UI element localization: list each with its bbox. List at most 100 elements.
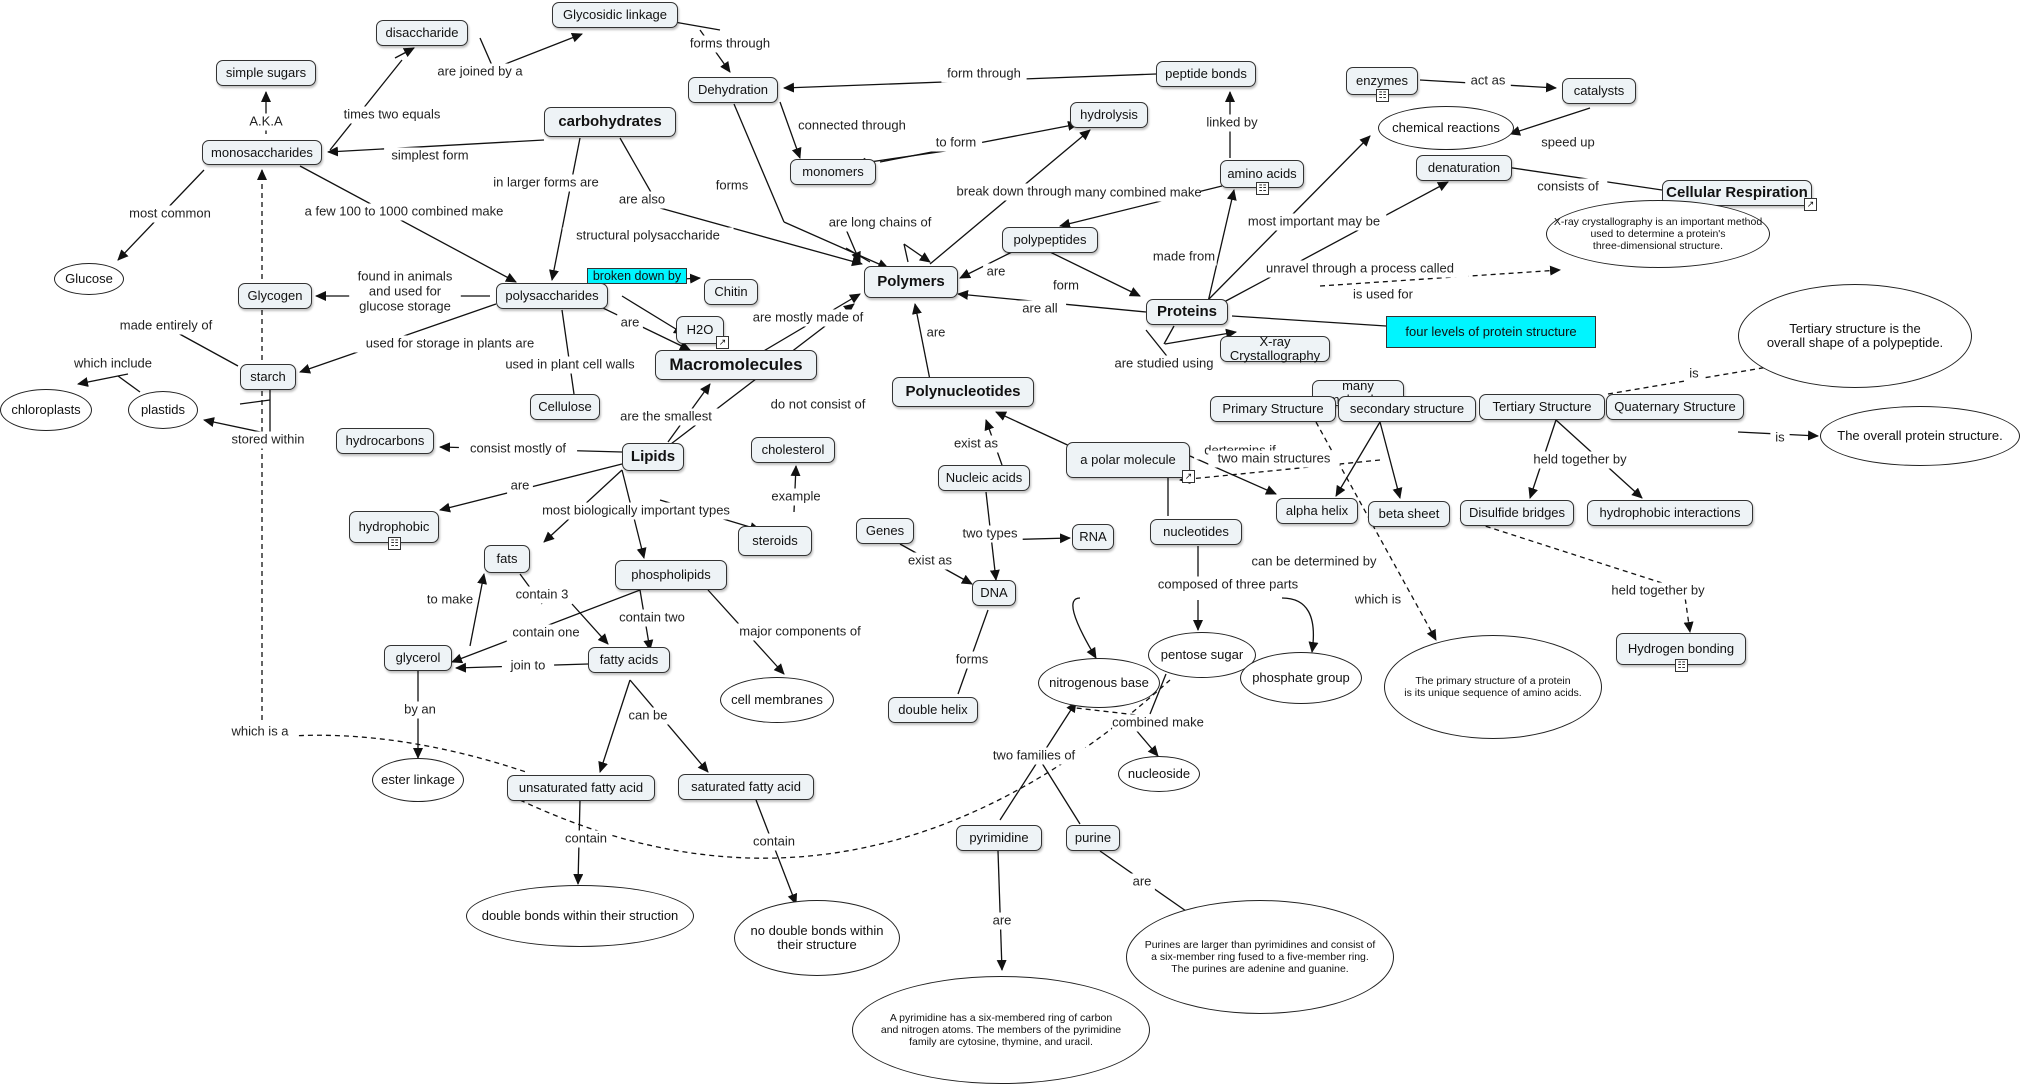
concept-macromolecules[interactable]: Macromolecules bbox=[655, 350, 817, 380]
concept-map-link-icon[interactable]: ☷ bbox=[1256, 182, 1269, 195]
concept-map-link-icon[interactable]: ☷ bbox=[1376, 89, 1389, 102]
link-label-text: is used for bbox=[1353, 287, 1414, 302]
concept-primary-note[interactable]: The primary structure of a protein is it… bbox=[1384, 635, 1602, 739]
link-label: are bbox=[507, 477, 533, 495]
link-label-text: form through bbox=[947, 66, 1021, 81]
link-label: which is a bbox=[224, 723, 296, 741]
concept-quaternary[interactable]: Quaternary Structure bbox=[1606, 394, 1744, 420]
concept-starch[interactable]: starch bbox=[240, 364, 296, 390]
concept-peptide-bonds[interactable]: peptide bonds bbox=[1156, 61, 1256, 87]
concept-nucleic-acids[interactable]: Nucleic acids bbox=[938, 465, 1030, 491]
concept-xray-note[interactable]: X-ray crystallography is an important me… bbox=[1546, 200, 1770, 268]
link-label-text: contain two bbox=[619, 610, 685, 625]
concept-polypeptides[interactable]: polypeptides bbox=[1002, 227, 1098, 253]
concept-hydrocarbons[interactable]: hydrocarbons bbox=[336, 428, 434, 454]
link-label: are joined by a bbox=[427, 63, 533, 81]
concept-genes[interactable]: Genes bbox=[856, 518, 914, 544]
concept-denaturation[interactable]: denaturation bbox=[1416, 155, 1512, 181]
concept-polynucleotides[interactable]: Polynucleotides bbox=[892, 377, 1034, 407]
concept-monosaccharides[interactable]: monosaccharides bbox=[202, 140, 322, 165]
concept-phospholipids[interactable]: phospholipids bbox=[615, 560, 727, 590]
concept-hydrolysis[interactable]: hydrolysis bbox=[1070, 102, 1148, 128]
concept-tertiary-note[interactable]: Tertiary structure is the overall shape … bbox=[1738, 284, 1972, 388]
external-link-icon[interactable]: ↗ bbox=[1182, 470, 1195, 483]
concept-chem-reactions[interactable]: chemical reactions bbox=[1378, 106, 1514, 150]
link-line bbox=[1223, 181, 1449, 303]
concept-glucose[interactable]: Glucose bbox=[54, 263, 124, 295]
concept-steroids[interactable]: steroids bbox=[738, 526, 812, 556]
concept-carbohydrates[interactable]: carbohydrates bbox=[544, 107, 676, 137]
concept-polymers[interactable]: Polymers bbox=[864, 266, 958, 298]
concept-xray[interactable]: X-ray Crystallography bbox=[1220, 335, 1330, 363]
link-label-text: which is a bbox=[230, 724, 289, 739]
concept-disaccharide[interactable]: disaccharide bbox=[376, 20, 468, 46]
concept-simple-sugars[interactable]: simple sugars bbox=[216, 60, 316, 86]
concept-double-bonds[interactable]: double bonds within their struction bbox=[466, 885, 694, 947]
concept-alpha-helix[interactable]: alpha helix bbox=[1276, 498, 1358, 524]
concept-cholesterol[interactable]: cholesterol bbox=[751, 437, 835, 463]
link-label: contain bbox=[559, 830, 613, 848]
concept-broken-down[interactable]: broken down by bbox=[587, 268, 687, 284]
concept-pyrimidine-note[interactable]: A pyrimidine has a six-membered ring of … bbox=[852, 976, 1150, 1084]
link-label-text: forms through bbox=[690, 36, 770, 51]
link-line bbox=[1179, 459, 1381, 484]
concept-fatty-acids[interactable]: fatty acids bbox=[588, 647, 670, 673]
concept-fats[interactable]: fats bbox=[484, 545, 530, 573]
concept-disulfide[interactable]: Disulfide bridges bbox=[1460, 500, 1574, 526]
concept-purines-note[interactable]: Purines are larger than pyrimidines and … bbox=[1126, 900, 1394, 1014]
concept-primary[interactable]: Primary Structure bbox=[1210, 396, 1336, 422]
link-line bbox=[779, 101, 802, 159]
concept-glycerol[interactable]: glycerol bbox=[384, 645, 452, 671]
concept-cell-membranes[interactable]: cell membranes bbox=[720, 677, 834, 723]
concept-glycosidic[interactable]: Glycosidic linkage bbox=[552, 2, 678, 28]
concept-overall-note[interactable]: The overall protein structure. bbox=[1820, 406, 2020, 466]
concept-polar-molecule[interactable]: a polar molecule bbox=[1066, 442, 1190, 478]
concept-pyrimidine[interactable]: pyrimidine bbox=[956, 825, 1042, 851]
link-line bbox=[1163, 325, 1175, 345]
concept-catalysts[interactable]: catalysts bbox=[1562, 78, 1636, 104]
link-label: consists of bbox=[1528, 178, 1608, 196]
concept-phosphate[interactable]: phosphate group bbox=[1240, 652, 1362, 704]
concept-chloroplasts[interactable]: chloroplasts bbox=[0, 389, 92, 431]
link-label: are also bbox=[612, 191, 672, 209]
concept-hydrophobic[interactable]: hydrophobic bbox=[349, 511, 439, 543]
concept-pentose[interactable]: pentose sugar bbox=[1148, 632, 1256, 678]
concept-ester[interactable]: ester linkage bbox=[372, 758, 464, 802]
concept-glycogen[interactable]: Glycogen bbox=[238, 283, 312, 309]
concept-tertiary[interactable]: Tertiary Structure bbox=[1479, 394, 1605, 420]
link-label-text: can be determined by bbox=[1251, 554, 1377, 569]
concept-rna[interactable]: RNA bbox=[1072, 524, 1114, 550]
concept-proteins[interactable]: Proteins bbox=[1146, 299, 1228, 325]
concept-unsaturated[interactable]: unsaturated fatty acid bbox=[507, 775, 655, 801]
concept-nucleotides[interactable]: nucleotides bbox=[1150, 519, 1242, 545]
concept-double-helix[interactable]: double helix bbox=[888, 697, 978, 723]
external-link-icon[interactable]: ↗ bbox=[1804, 198, 1817, 211]
link-label-text: by an bbox=[404, 702, 436, 717]
concept-no-double[interactable]: no double bonds within their structure bbox=[734, 900, 900, 976]
concept-hydrophobic-int[interactable]: hydrophobic interactions bbox=[1587, 500, 1753, 526]
concept-dehydration[interactable]: Dehydration bbox=[688, 77, 778, 103]
concept-plastids[interactable]: plastids bbox=[128, 391, 198, 429]
concept-secondary[interactable]: secondary structure bbox=[1338, 396, 1476, 422]
concept-purine[interactable]: purine bbox=[1066, 825, 1120, 851]
concept-four-levels[interactable]: four levels of protein structure bbox=[1386, 316, 1596, 348]
concept-beta-sheet[interactable]: beta sheet bbox=[1368, 501, 1450, 527]
external-link-icon[interactable]: ↗ bbox=[716, 336, 729, 349]
link-line bbox=[1335, 421, 1381, 497]
link-label-text: is bbox=[1775, 430, 1785, 445]
concept-map-link-icon[interactable]: ☷ bbox=[388, 537, 401, 550]
concept-saturated[interactable]: saturated fatty acid bbox=[678, 774, 814, 800]
concept-map-link-icon[interactable]: ☷ bbox=[1675, 659, 1688, 672]
concept-chitin[interactable]: Chitin bbox=[704, 279, 758, 305]
link-label-text: forms bbox=[956, 652, 989, 667]
link-label: join to bbox=[501, 657, 555, 675]
concept-nucleoside[interactable]: nucleoside bbox=[1118, 756, 1200, 792]
link-label: contain one bbox=[506, 624, 586, 642]
link-label-text: are bbox=[987, 264, 1006, 279]
concept-monomers[interactable]: monomers bbox=[790, 159, 876, 185]
concept-polysaccharides[interactable]: polysaccharides bbox=[496, 283, 608, 309]
concept-cellulose[interactable]: Cellulose bbox=[530, 394, 600, 420]
concept-lipids[interactable]: Lipids bbox=[622, 443, 684, 471]
concept-nitrogenous[interactable]: nitrogenous base bbox=[1038, 658, 1160, 708]
concept-dna[interactable]: DNA bbox=[972, 580, 1016, 606]
